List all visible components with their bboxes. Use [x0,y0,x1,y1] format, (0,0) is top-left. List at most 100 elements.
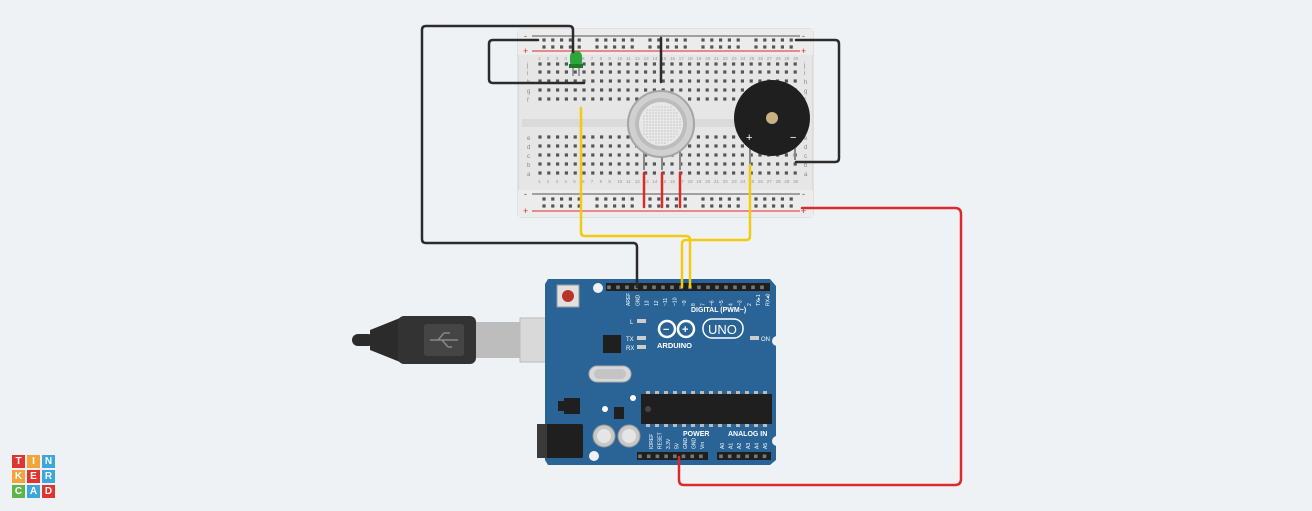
rail-hole[interactable] [568,204,572,208]
rail-hole[interactable] [727,197,731,201]
wires[interactable] [420,24,963,487]
rail-hole[interactable] [666,197,670,201]
breadboard-hole[interactable] [635,162,639,166]
rail-hole[interactable] [648,38,652,42]
breadboard-hole[interactable] [723,171,727,175]
rail-hole[interactable] [657,45,661,49]
power-header[interactable] [637,452,708,460]
breadboard-hole[interactable] [688,171,692,175]
header-pin-hole[interactable] [699,454,703,459]
header-pin-hole[interactable] [736,454,741,459]
breadboard-hole[interactable] [652,171,656,175]
breadboard-hole[interactable] [547,88,551,92]
breadboard-hole[interactable] [723,70,727,74]
breadboard-hole[interactable] [608,97,612,101]
breadboard-hole[interactable] [644,62,648,66]
breadboard-hole[interactable] [626,135,630,139]
header-pin-hole[interactable] [638,454,642,459]
breadboard-hole[interactable] [573,162,577,166]
breadboard-hole[interactable] [547,79,551,83]
breadboard-hole[interactable] [582,79,586,83]
power-jack[interactable] [537,424,583,458]
breadboard-hole[interactable] [714,171,718,175]
breadboard-hole[interactable] [600,97,604,101]
breadboard-hole[interactable] [740,171,744,175]
breadboard-hole[interactable] [600,171,604,175]
breadboard-hole[interactable] [538,88,542,92]
breadboard-hole[interactable] [600,88,604,92]
breadboard-hole[interactable] [608,88,612,92]
breadboard-hole[interactable] [556,171,560,175]
usb-cable[interactable] [352,316,581,364]
rail-hole[interactable] [630,45,634,49]
breadboard-hole[interactable] [617,62,621,66]
breadboard-hole[interactable] [538,144,542,148]
breadboard-hole[interactable] [696,70,700,74]
rail-hole[interactable] [727,45,731,49]
rail-hole[interactable] [772,204,776,208]
rail-hole[interactable] [657,197,661,201]
breadboard-hole[interactable] [564,88,568,92]
breadboard-hole[interactable] [538,135,542,139]
piezo-buzzer[interactable]: + − [734,80,810,165]
breadboard-hole[interactable] [591,62,595,66]
rail-hole[interactable] [568,197,572,201]
breadboard-hole[interactable] [538,153,542,157]
breadboard-hole[interactable] [582,88,586,92]
breadboard-hole[interactable] [538,162,542,166]
rail-hole[interactable] [763,197,767,201]
rail-hole[interactable] [551,45,555,49]
breadboard-hole[interactable] [573,97,577,101]
header-pin-hole[interactable] [762,454,767,459]
breadboard-hole[interactable] [705,171,709,175]
rail-hole[interactable] [595,45,599,49]
rail-hole[interactable] [727,204,731,208]
breadboard-hole[interactable] [688,62,692,66]
breadboard-hole[interactable] [732,171,736,175]
header-pin-hole[interactable] [690,454,694,459]
breadboard-hole[interactable] [714,144,718,148]
breadboard-hole[interactable] [564,153,568,157]
breadboard-hole[interactable] [600,144,604,148]
breadboard-hole[interactable] [784,153,788,157]
breadboard-hole[interactable] [573,135,577,139]
rail-hole[interactable] [736,45,740,49]
breadboard-hole[interactable] [714,135,718,139]
rail-hole[interactable] [674,197,678,201]
breadboard-hole[interactable] [732,162,736,166]
rail-hole[interactable] [683,197,687,201]
breadboard-hole[interactable] [626,70,630,74]
breadboard-hole[interactable] [582,62,586,66]
rail-hole[interactable] [595,38,599,42]
breadboard-hole[interactable] [732,70,736,74]
breadboard-hole[interactable] [564,162,568,166]
header-pin-hole[interactable] [745,454,749,459]
reset-button-cap[interactable] [562,290,574,302]
breadboard-hole[interactable] [556,70,560,74]
breadboard-hole[interactable] [564,144,568,148]
header-pin-hole[interactable] [754,454,758,459]
breadboard-hole[interactable] [670,62,674,66]
header-pin-hole[interactable] [751,285,755,290]
breadboard-hole[interactable] [758,171,762,175]
breadboard-hole[interactable] [635,70,639,74]
breadboard-hole[interactable] [626,97,630,101]
breadboard-hole[interactable] [723,79,727,83]
breadboard-hole[interactable] [600,79,604,83]
breadboard-hole[interactable] [644,153,648,157]
rail-hole[interactable] [604,197,608,201]
breadboard-hole[interactable] [538,171,542,175]
rail-hole[interactable] [577,204,581,208]
breadboard-hole[interactable] [538,97,542,101]
rail-hole[interactable] [577,38,581,42]
rail-hole[interactable] [727,38,731,42]
header-pin-hole[interactable] [655,454,660,459]
rail-hole[interactable] [568,45,572,49]
breadboard-hole[interactable] [564,97,568,101]
breadboard-hole[interactable] [784,70,788,74]
breadboard-hole[interactable] [732,62,736,66]
breadboard-holes[interactable] [538,38,797,208]
header-pin-hole[interactable] [681,454,686,459]
rail-hole[interactable] [736,197,740,201]
